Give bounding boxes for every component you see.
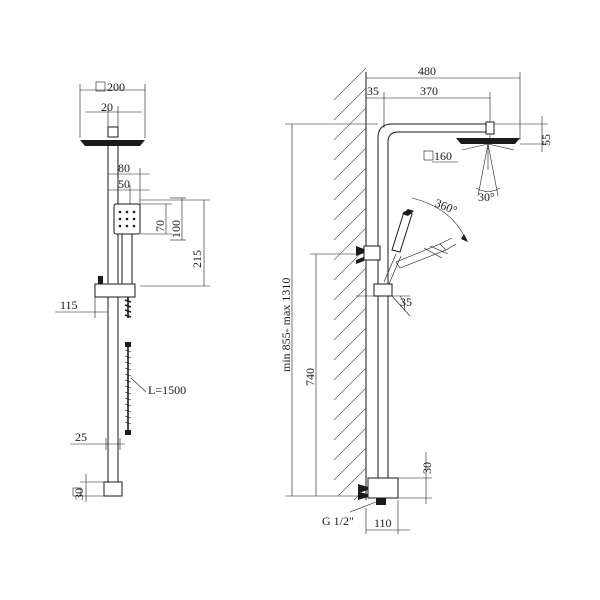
wall-hatching [333,67,367,501]
arm-joint [485,121,495,135]
dim-label-angle-35: 35 [400,295,412,309]
dim-label-height-range: min 855- max 1310 [279,278,293,372]
dim-pipe-25: 25 [70,430,125,450]
slider-holder [94,283,136,298]
dim-arm-370: 370 [384,84,491,128]
dim-wall-35: 35 [366,84,385,128]
dim-label-25: 25 [75,430,87,444]
dim-hand-100: 100 [169,197,186,241]
dim-stem-20: 20 [85,100,142,130]
dim-label-160: 160 [434,149,452,163]
dim-hose-length: L=1500 [130,377,186,397]
dim-height-range: min 855- max 1310 [279,123,378,497]
dim-label-110: 110 [374,516,392,530]
dim-holder-115: 115 [55,297,108,318]
dim-label-100: 100 [169,220,183,238]
hand-shower-handle [121,233,133,287]
rotation-arc: 360° [411,196,468,242]
bottom-tabs [358,484,368,500]
dim-inlet-110: 110 [365,500,410,534]
dim-label-80: 80 [118,161,130,175]
base-connector [103,481,123,497]
dim-head-160: 160 [423,149,458,163]
dim-base-30: 30 [72,474,104,502]
shower-arm-inner [387,131,492,480]
dim-head-55: 55 [494,116,553,152]
front-view: 200 20 80 50 [55,80,210,502]
dim-label-20: 20 [101,100,113,114]
dim-inlet-30: 30 [398,452,434,504]
dim-hand-80: 80 [108,161,150,205]
holder-bracket [363,245,381,261]
dim-thread: G 1/2" [322,501,377,528]
hose-coil-top [124,297,132,318]
shower-arm [377,123,492,480]
hand-shower-nozzles [118,210,136,228]
dim-label-200: 200 [107,80,125,94]
rain-head-side [456,138,520,144]
dim-label-base-30: 30 [72,488,86,500]
spray-angle: 30° [461,143,515,204]
dim-label-115: 115 [60,298,78,312]
rain-shower-head [80,140,145,146]
dim-holder-angle: 35 [356,295,412,317]
dim-label-hose: L=1500 [148,383,186,397]
dim-label-370: 370 [420,84,438,98]
dim-label-50: 50 [118,177,130,191]
dim-label-480: 480 [418,64,436,78]
hand-shower-rotated-ghost [395,237,457,269]
bottom-valve [367,477,399,499]
hose [124,342,132,435]
dim-hand-50: 50 [108,177,150,205]
dim-total-480: 480 [366,64,521,140]
dim-label-thread: G 1/2" [322,514,354,528]
dim-hand-70: 70 [140,203,172,235]
dim-hand-215: 215 [140,199,210,287]
dim-label-740: 740 [303,368,317,386]
side-view: 480 35 370 55 160 [279,64,553,534]
dim-label-215: 215 [190,250,204,268]
dim-label-30-deg: 30° [478,190,495,204]
dim-label-wall-35: 35 [367,84,379,98]
dim-label-70: 70 [153,220,167,232]
slider-side [373,283,393,297]
dim-label-inlet-30: 30 [420,462,434,474]
slider-knob [98,276,103,284]
dim-head-square: 200 [79,80,146,138]
holder-tabs [356,246,364,264]
head-stem [107,126,119,138]
dim-label-55: 55 [539,134,553,146]
inlet-nut [376,498,386,505]
dim-diverter-740: 740 [303,253,360,496]
